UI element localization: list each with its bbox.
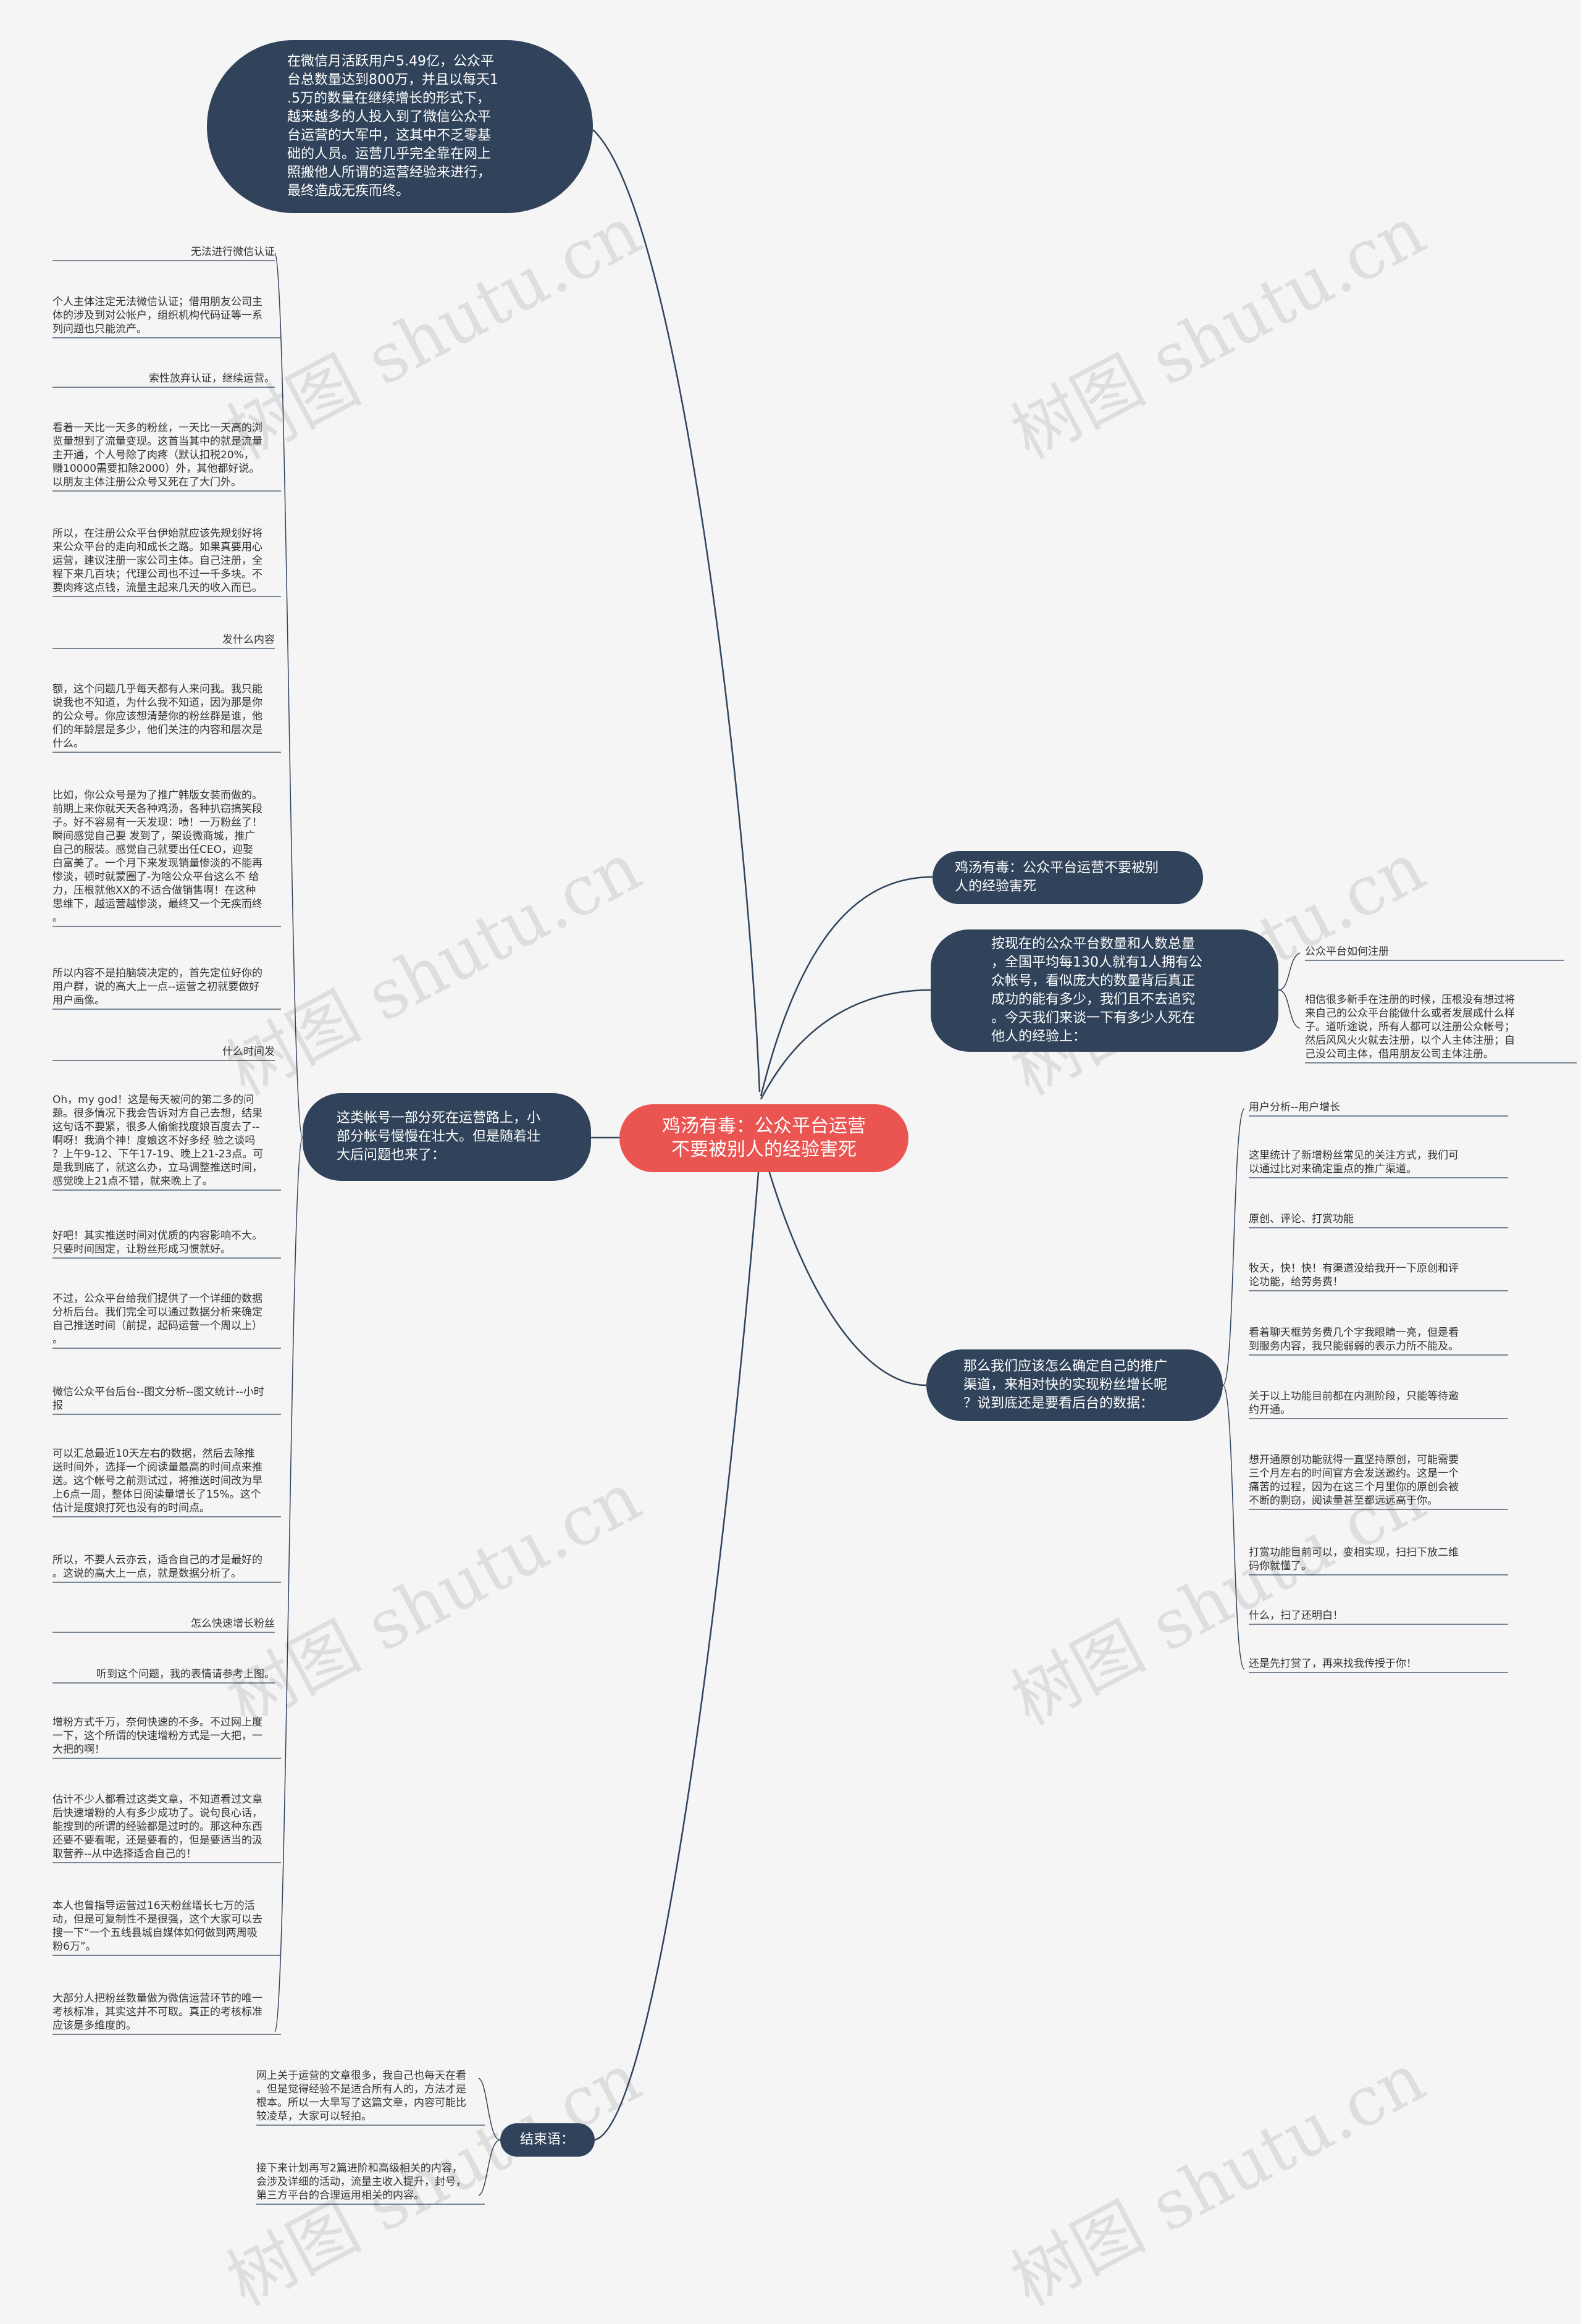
left-leaf: 什么时间发 (222, 1046, 275, 1058)
left-leaf: 可以汇总最近10天左右的数据，然后去除推 送时间外，选择一个阅读量最高的时间点来… (52, 1448, 262, 1514)
right-promote-node[interactable]: 那么我们应该怎么确定自己的推广 渠道，来相对快的实现粉丝增长呢 ？说到底还是要看… (926, 1349, 1223, 1421)
left-leaf: 所以内容不是拍脑袋决定的，首先定位好你的 用户群，说的高大上一点--运营之初就要… (52, 967, 262, 1007)
right-intro-node[interactable]: 按现在的公众平台数量和人数总量 ，全国平均每130人就有1人拥有公 众帐号，看似… (931, 929, 1278, 1052)
promote-leaf: 还是先打赏了，再来找我传授于你！ (1249, 1658, 1417, 1670)
left-leaf: 听到这个问题，我的表情请参考上图。 (96, 1668, 275, 1680)
right-title-node[interactable]: 鸡汤有毒：公众平台运营不要被别 人的经验害死 (933, 851, 1203, 904)
promote-leaf: 原创、评论、打赏功能 (1249, 1213, 1354, 1225)
left-leaf: Oh，my god！这是每天被问的第二多的问 题。很多情况下我会告诉对方自己去想… (52, 1094, 264, 1188)
center-topic-node[interactable]: 鸡汤有毒：公众平台运营 不要被别人的经验害死 (619, 1104, 908, 1172)
left-leaf: 不过，公众平台给我们提供了一个详细的数据 分析后台。我们完全可以通过数据分析来确… (52, 1293, 262, 1346)
left-leaf: 索性放弃认证，继续运营。 (149, 372, 275, 385)
bracket-conclusion (478, 2078, 501, 2196)
bracket-register (1278, 952, 1301, 1029)
left-topic-node[interactable]: 这类帐号一部分死在运营路上，小 部分帐号慢慢在壮大。但是随着壮 大后问题也来了： (303, 1093, 591, 1181)
left-leaf: 所以，不要人云亦云，适合自己的才是最好的 。这说的高大上一点，就是数据分析了。 (52, 1554, 262, 1580)
left-leaf: 发什么内容 (222, 634, 275, 646)
left-leaf: 微信公众平台后台--图文分析--图文统计--小时 报 (52, 1386, 264, 1412)
link-r2 (760, 989, 931, 1100)
left-leaf: 个人主体注定无法微信认证；借用朋友公司主 体的涉及到对公帐户，组织机构代码证等一… (52, 296, 262, 335)
promote-leaf: 看着聊天框劳务费几个字我眼睛一亮，但是看 到服务内容，我只能弱弱的表示力所不能及… (1249, 1327, 1459, 1353)
promote-leaf: 这里统计了新增粉丝常见的关注方式，我们可 以通过比对来确定重点的推广渠道。 (1249, 1149, 1459, 1175)
left-leaf: 看着一天比一天多的粉丝，一天比一天高的浏 览量想到了流量变现。这首当其中的就是流… (52, 422, 262, 489)
register-leaf: 公众平台如何注册 (1305, 946, 1389, 958)
left-leaf: 怎么快速增长粉丝 (191, 1617, 275, 1630)
promote-leaf: 牧天，快！快！有渠道没给我开一下原创和评 论功能，给劳务费！ (1249, 1262, 1459, 1288)
left-leaf: 所以，在注册公众平台伊始就应该先规划好将 来公众平台的走向和成长之路。如果真要用… (52, 527, 262, 594)
promote-leaf: 关于以上功能目前都在内测阶段，只能等待邀 约开通。 (1249, 1390, 1459, 1416)
left-leaf: 比如，你公众号是为了推广韩版女装而做的。 前期上来你就天天各种鸡汤，各种扒窃搞笑… (52, 789, 262, 924)
connector-lines (52, 129, 1577, 2205)
conclusion-leaf: 网上关于运营的文章很多，我自己也每天在看 。但是觉得经验不是适合所有人的，方法才… (256, 2070, 466, 2123)
left-leaf: 好吧！其实推送时间对优质的内容影响不大。 只要时间固定，让粉丝形成习惯就好。 (52, 1230, 262, 1256)
left-leaf: 无法进行微信认证 (191, 246, 275, 258)
promote-leaf: 打赏功能目前可以，变相实现，扫扫下放二维 码你就懂了。 (1249, 1546, 1459, 1572)
top-topic-node[interactable]: 在微信月活跃用户5.49亿，公众平 台总数量达到800万，并且以每天1 .5万的… (207, 40, 593, 213)
link-r3 (760, 1142, 927, 1386)
bracket-promote (1222, 1108, 1245, 1670)
conclusion-leaf: 接下来计划再写2篇进阶和高级相关的内容， 会涉及详细的活动，流量主收入提升，封号… (256, 2162, 466, 2202)
link-conclusion (594, 1157, 761, 2141)
link-r1 (760, 876, 933, 1097)
bracket-left (274, 253, 303, 2032)
promote-leaf: 什么，扫了还明白！ (1249, 1609, 1343, 1622)
link-top (592, 129, 761, 1093)
conclusion-node[interactable]: 结束语： (500, 2123, 595, 2157)
left-leaf: 本人也曾指导运营过16天粉丝增长七万的活 动，但是可复制性不是很强，这个大家可以… (52, 1900, 262, 1953)
register-leaf: 相信很多新手在注册的时候，压根没有想过将 来自己的公众平台能做什么或者发展成什么… (1305, 994, 1515, 1060)
promote-leaf: 用户分析--用户增长 (1249, 1101, 1341, 1114)
left-leaf: 增粉方式千万，奈何快速的不多。不过网上度 一下，这个所谓的快速增粉方式是一大把，… (52, 1716, 262, 1756)
left-leaf: 估计不少人都看过这类文章，不知道看过文章 后快速增粉的人有多少成功了。说句良心话… (52, 1793, 262, 1860)
left-leaf: 额，这个问题几乎每天都有人来问我。我只能 说我也不知道，为什么我不知道，因为那是… (52, 683, 262, 750)
left-leaf: 大部分人把粉丝数量做为微信运营环节的唯一 考核标准，其实这并不可取。真正的考核标… (52, 1992, 262, 2032)
promote-leaf: 想开通原创功能就得一直坚持原创，可能需要 三个月左右的时间官方会发送邀约。这是一… (1249, 1454, 1459, 1507)
